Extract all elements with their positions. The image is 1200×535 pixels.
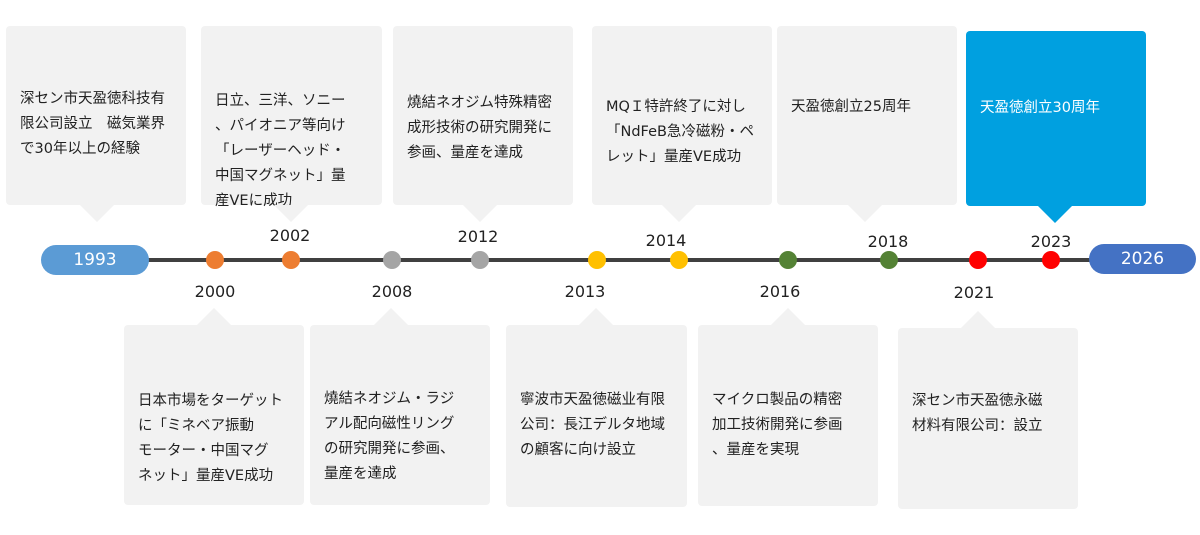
event-text-2000: 日本市場をターゲット に「ミネベア振動 モーター・中国マグ ネット」量産VE成功 [138,393,283,484]
end-year-label: 2026 [1120,249,1165,269]
year-label-2000: 2000 [194,282,236,301]
event-text-2016: マイクロ製品の精密 加工技術開発に参画 、量産を実現 [712,392,843,458]
dot-2012 [471,251,489,269]
card-pointer-2013 [579,308,613,325]
year-label-2021: 2021 [953,283,995,302]
event-card-2013: 寧波市天盈徳磁业有限 公司：長江デルタ地域 の顧客に向け設立 [506,325,687,507]
event-card-2008: 燒結ネオジム・ラジ アル配向磁性リング の研究開発に参画、 量産を達成 [310,325,490,505]
end-year-cap: 2026 [1089,244,1196,274]
card-pointer-2023 [1038,206,1072,223]
card-pointer-2012 [463,205,497,222]
event-text-1993: 深セン市天盈徳科技有 限公司設立 磁気業界 で30年以上の経験 [20,91,165,157]
event-text-2013: 寧波市天盈徳磁业有限 公司：長江デルタ地域 の顧客に向け設立 [520,392,665,458]
event-card-2021: 深セン市天盈徳永磁 材料有限公司：設立 [898,328,1078,509]
year-label-2016: 2016 [759,282,801,301]
event-card-2016: マイクロ製品の精密 加工技術開発に参画 、量産を実現 [698,325,878,506]
event-text-2014: MQＩ特許終了に対し 「NdFeB急冷磁粉・ペ レット」量産VE成功 [606,99,754,165]
dot-2014 [670,251,688,269]
event-card-2002: 日立、三洋、ソニー 、パイオニア等向け 「レーザーヘッド・ 中国マグネット」量 … [201,26,382,209]
dot-2021 [969,251,987,269]
year-label-2014: 2014 [645,231,687,250]
event-card-2000: 日本市場をターゲット に「ミネベア振動 モーター・中国マグ ネット」量産VE成功 [124,325,304,505]
event-text-2021: 深セン市天盈徳永磁 材料有限公司：設立 [912,393,1043,434]
dot-2013 [588,251,606,269]
start-year-cap: 1993 [41,245,149,275]
dot-2008 [383,251,401,269]
dot-2018 [880,251,898,269]
card-pointer-1993 [80,205,114,222]
event-card-2023: 天盈徳創立30周年 [966,31,1146,206]
event-text-2002: 日立、三洋、ソニー 、パイオニア等向け 「レーザーヘッド・ 中国マグネット」量 … [215,93,346,209]
start-year-label: 1993 [73,250,117,270]
year-label-2018: 2018 [867,232,909,251]
year-label-2023: 2023 [1030,232,1072,251]
card-pointer-2014 [662,205,696,222]
year-label-2002: 2002 [269,226,311,245]
card-pointer-2000 [197,308,231,325]
card-pointer-2016 [771,308,805,325]
dot-2023 [1042,251,1060,269]
event-text-2012: 燒結ネオジム特殊精密 成形技術の研究開発に 参画、量産を達成 [407,95,552,161]
year-label-2012: 2012 [457,227,499,246]
dot-2000 [206,251,224,269]
event-card-2018: 天盈徳創立25周年 [777,26,957,205]
timeline-axis [140,258,1100,262]
year-label-2008: 2008 [371,282,413,301]
card-pointer-2021 [961,311,995,328]
event-card-1993: 深セン市天盈徳科技有 限公司設立 磁気業界 で30年以上の経験 [6,26,186,205]
event-text-2008: 燒結ネオジム・ラジ アル配向磁性リング の研究開発に参画、 量産を達成 [324,391,455,482]
dot-2002 [282,251,300,269]
event-text-2018: 天盈徳創立25周年 [791,99,911,115]
card-pointer-2008 [374,308,408,325]
event-text-2023: 天盈徳創立30周年 [980,100,1100,116]
event-card-2012: 燒結ネオジム特殊精密 成形技術の研究開発に 参画、量産を達成 [393,26,573,205]
card-pointer-2002 [274,205,308,222]
year-label-2013: 2013 [564,282,606,301]
event-card-2014: MQＩ特許終了に対し 「NdFeB急冷磁粉・ペ レット」量産VE成功 [592,26,772,205]
card-pointer-2018 [848,205,882,222]
dot-2016 [779,251,797,269]
